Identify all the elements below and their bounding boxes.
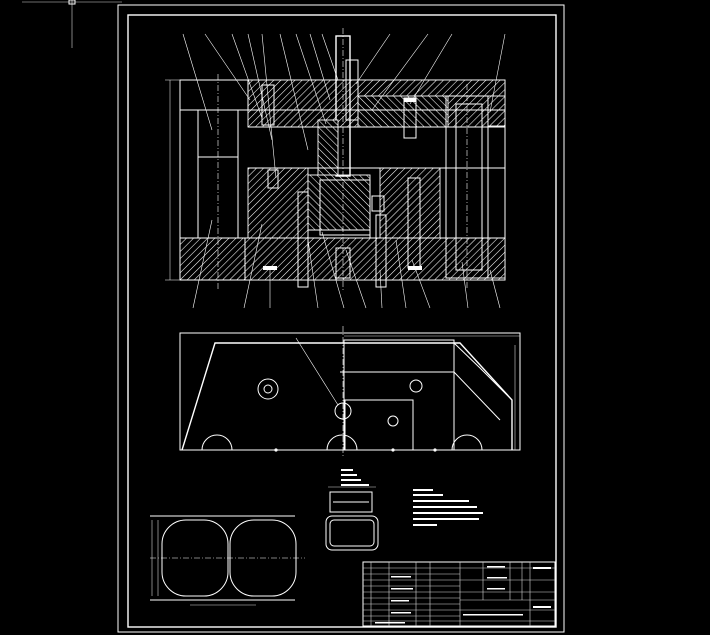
part-detail-view [325, 486, 379, 551]
assembly-section-view [165, 28, 506, 309]
sheet-border [117, 4, 565, 633]
cursor-crosshair [22, 0, 122, 48]
title-block [362, 561, 556, 627]
plan-view [179, 326, 521, 458]
strip-layout-view [150, 515, 305, 606]
technical-notes-marks [341, 469, 483, 526]
